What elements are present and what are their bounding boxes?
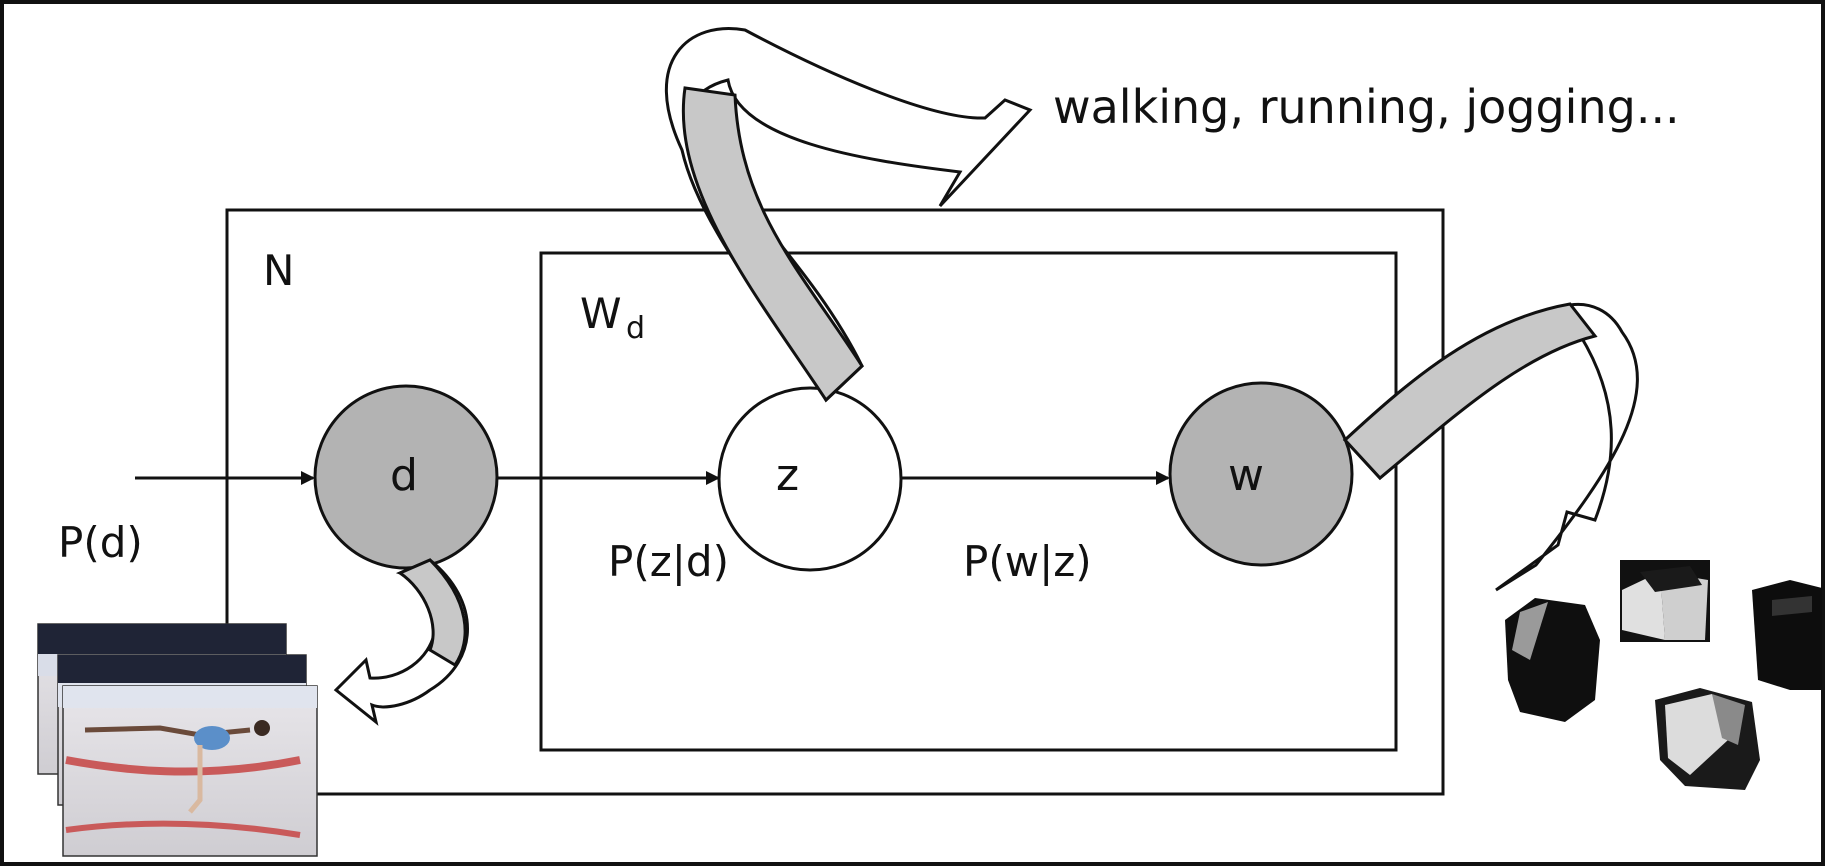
node-z-label: z (776, 450, 799, 501)
node-w (1168, 381, 1354, 567)
inner-plate-label: W (580, 289, 622, 338)
outer-plate-label: N (263, 246, 294, 295)
spatio-temporal-cuboids-icon (1505, 560, 1822, 790)
node-w-label: w (1228, 450, 1264, 501)
figure-skater-video-frames-icon (37, 623, 318, 857)
video-frame-front (62, 685, 318, 857)
callout-arrow-w-to-cuboids (1342, 302, 1639, 592)
inner-plate-Wd (539, 251, 1398, 752)
callout-arrow-d-to-frames (333, 558, 469, 726)
node-d (313, 384, 499, 570)
outer-plate-N (225, 208, 1445, 796)
cond-w-given-z-label: P(w|z) (963, 537, 1092, 586)
topic-examples-label: walking, running, jogging... (1053, 80, 1680, 134)
inner-plate-subscript: d (626, 311, 645, 346)
callout-arrow-z-to-topics (664, 27, 1033, 403)
cuboid-2 (1620, 560, 1710, 642)
cuboid-3 (1752, 580, 1822, 690)
cuboid-4 (1655, 688, 1760, 790)
prior-d-label: P(d) (58, 518, 143, 567)
node-d-label: d (390, 450, 418, 501)
cuboid-1 (1505, 598, 1600, 722)
cond-z-given-d-label: P(z|d) (608, 537, 729, 586)
node-z (717, 386, 903, 572)
